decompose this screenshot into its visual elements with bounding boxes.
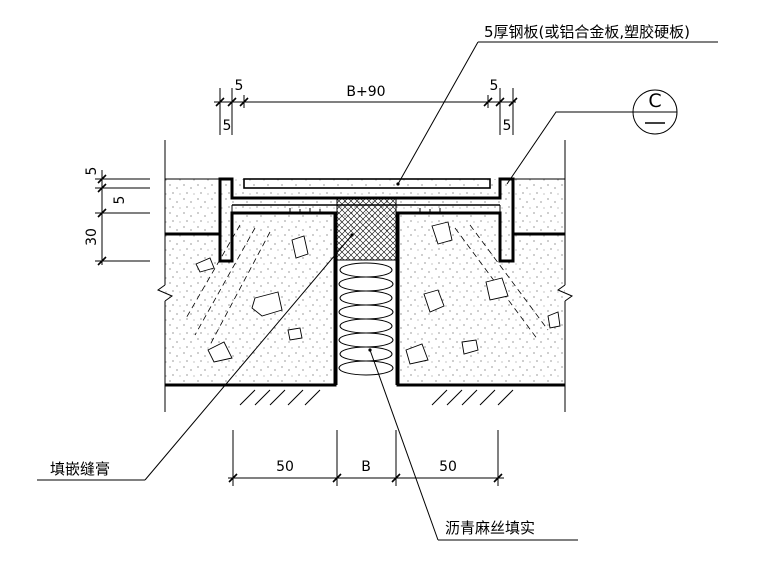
sealant-plug <box>336 197 397 261</box>
dim-bottom-left: 50 <box>276 459 294 475</box>
dim-bottom-mid: B <box>361 459 371 475</box>
dim-left-mid: 5 <box>112 196 128 205</box>
dim-top-left-outer: 5 <box>235 78 244 94</box>
steel-cover-plate <box>218 177 515 261</box>
left-dimension: 5 5 30 <box>84 167 150 266</box>
leader-asphalt-hemp: 沥青麻丝填实 <box>368 348 578 541</box>
bottom-dimension: 50 B 50 <box>228 430 504 486</box>
dim-top-total: B+90 <box>346 84 385 100</box>
label-steel-plate: 5厚钢板(或铝合金板,塑胶硬板) <box>484 23 690 41</box>
leader-steel-plate: 5厚钢板(或铝合金板,塑胶硬板) <box>396 23 718 186</box>
left-concrete-slab <box>165 211 337 387</box>
leader-sealant: 填嵌缝膏 <box>37 233 354 481</box>
top-dimension: B+90 5 5 5 5 <box>214 78 518 135</box>
break-lines <box>156 140 574 412</box>
label-asphalt-hemp: 沥青麻丝填实 <box>445 519 535 537</box>
dim-top-right-inner: 5 <box>503 118 512 134</box>
dim-bottom-right: 50 <box>439 459 457 475</box>
asphalt-hemp-filler <box>336 260 397 385</box>
section-letter: C <box>648 90 661 112</box>
dim-top-right-outer: 5 <box>490 78 499 94</box>
dim-left-top: 5 <box>84 167 100 176</box>
ground-hatch <box>239 389 514 406</box>
label-sealant: 填嵌缝膏 <box>50 460 110 478</box>
section-symbol: C <box>506 89 678 185</box>
dim-top-left-inner: 5 <box>223 118 232 134</box>
dim-left-bottom: 30 <box>84 228 100 246</box>
right-concrete-slab <box>396 211 565 387</box>
